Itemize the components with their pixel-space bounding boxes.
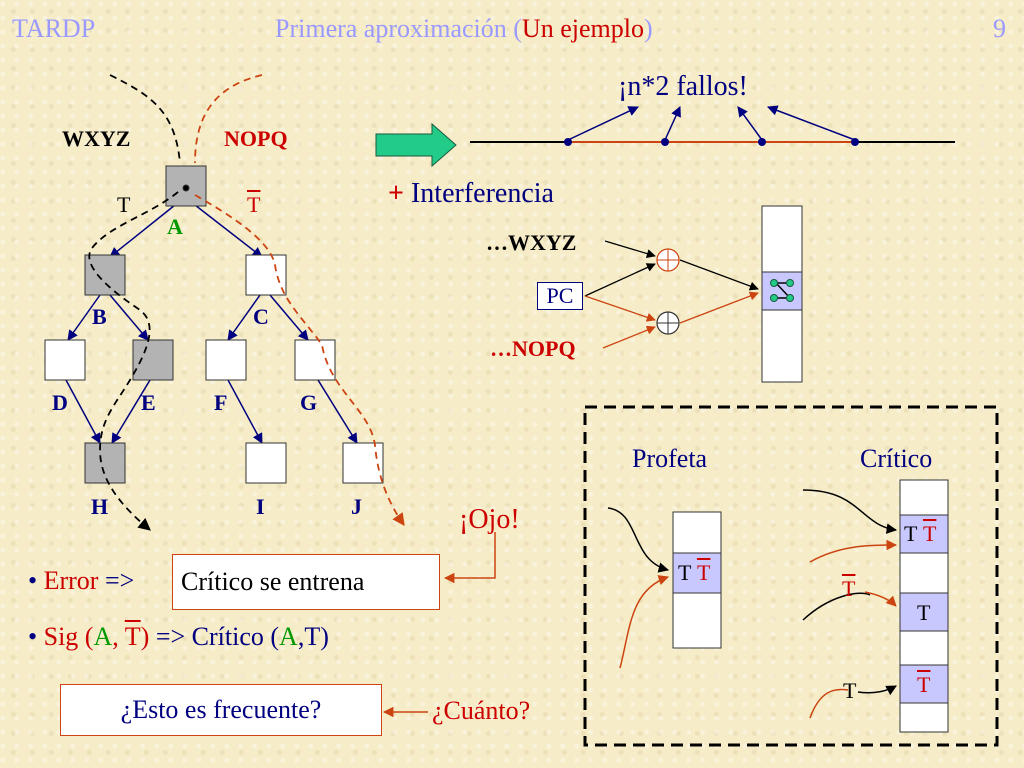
sig-label: Sig (	[43, 622, 94, 651]
critico-table	[899, 479, 949, 733]
critico-input-t: T	[843, 678, 857, 703]
node-j	[342, 442, 384, 484]
node-e	[132, 339, 174, 381]
critico-cell-2: T	[917, 600, 931, 625]
path-nopq	[194, 74, 404, 525]
stream-wxyz-dots: …WXYZ	[486, 230, 577, 255]
profeta-cell-t: T	[678, 560, 692, 585]
interferencia-title: + Interferencia	[388, 178, 554, 210]
edge-b-e	[109, 294, 149, 341]
profeta-label: Profeta	[632, 444, 708, 473]
node-f	[205, 339, 247, 381]
ojo-label: ¡Ojo!	[459, 504, 520, 535]
fallos-label: ¡n*2 fallos!	[618, 71, 748, 102]
profeta-cell: T T	[678, 560, 710, 586]
node-label-b: B	[92, 304, 107, 329]
plus-sign: +	[388, 178, 404, 209]
edge-a-b	[109, 204, 176, 258]
node-label-g: G	[300, 390, 318, 415]
edge-d-h	[65, 379, 101, 444]
node-label-i: I	[256, 494, 265, 519]
node-b	[84, 254, 126, 296]
critico-cell1-tbar: T	[922, 521, 937, 546]
question-box: ¿Esto es frecuente?	[60, 684, 382, 736]
node-label-h: H	[91, 494, 109, 519]
cuanto-label: ¿Cuánto?	[432, 696, 531, 725]
node-label-c: C	[253, 304, 269, 329]
node-a	[165, 165, 207, 207]
edge-label-t: T	[117, 192, 131, 217]
timeline	[470, 105, 955, 146]
bullet-2: • Sig (A, T) => Crítico (A,T)	[28, 622, 329, 652]
sig-a2: A	[279, 622, 298, 651]
stream-nopq-dots: …NOPQ	[490, 336, 576, 361]
title-prefix: Primera aproximación (	[275, 14, 522, 43]
tree-nodes	[44, 165, 384, 484]
node-a-dot	[182, 184, 190, 192]
sig-tbar: T	[124, 622, 141, 651]
title-highlight: Un ejemplo	[521, 14, 644, 43]
section-label: TARDP	[12, 14, 96, 43]
arrow-text: =>	[98, 566, 135, 595]
critico-input-tbar: T	[842, 576, 856, 601]
bullet-dot: •	[28, 566, 44, 595]
bullet-dot: •	[28, 622, 44, 651]
node-d	[44, 339, 86, 381]
node-h	[84, 442, 126, 484]
pc-box: PC	[537, 282, 583, 310]
profeta-table	[672, 511, 722, 649]
slide-title: Primera aproximación (Un ejemplo)	[275, 14, 653, 44]
edge-g-j	[317, 379, 358, 444]
ojo-connector	[443, 532, 496, 584]
edge-label-tbar: T	[247, 192, 261, 217]
critico-label: Crítico	[860, 444, 933, 473]
node-g	[294, 339, 336, 381]
title-suffix: )	[643, 14, 653, 43]
node-c	[245, 254, 287, 296]
edge-c-g	[269, 294, 309, 341]
sig-comma: ,	[112, 622, 125, 651]
tree-edges	[65, 204, 358, 444]
edge-c-f	[227, 294, 261, 341]
error-label: Error	[43, 566, 99, 595]
node-label-f: F	[214, 390, 228, 415]
critico-cell-1: T T	[904, 521, 936, 547]
page-number: 9	[993, 14, 1006, 43]
edge-f-i	[227, 379, 263, 444]
node-label-d: D	[52, 390, 68, 415]
edge-a-c	[194, 204, 263, 258]
interferencia-text: Interferencia	[403, 178, 554, 209]
node-i	[245, 442, 287, 484]
sig-t: ,T)	[297, 622, 329, 651]
sig-a: A	[93, 622, 113, 651]
critico-cell1-t: T	[904, 521, 918, 546]
interference-diagram	[584, 205, 803, 383]
profeta-cell-tbar: T	[696, 560, 711, 585]
edge-e-h	[111, 379, 151, 444]
sig-close: )	[140, 622, 150, 651]
stream-nopq-label: NOPQ	[224, 126, 288, 151]
big-arrow	[375, 122, 457, 168]
path-wxyz	[88, 74, 181, 530]
node-label-a: A	[167, 214, 183, 239]
sig-rest: => Crítico (	[149, 622, 280, 651]
node-label-e: E	[141, 390, 156, 415]
node-label-j: J	[351, 494, 362, 519]
bullet-1: • Error =>	[28, 566, 134, 596]
edge-b-d	[67, 294, 101, 341]
critico-entrena-box: Crítico se entrena	[172, 554, 440, 610]
stream-wxyz-label: WXYZ	[62, 126, 131, 151]
critico-cell-3: T	[917, 672, 931, 697]
table-shared-cell	[761, 271, 803, 311]
profeta-critico-frame	[583, 405, 999, 747]
